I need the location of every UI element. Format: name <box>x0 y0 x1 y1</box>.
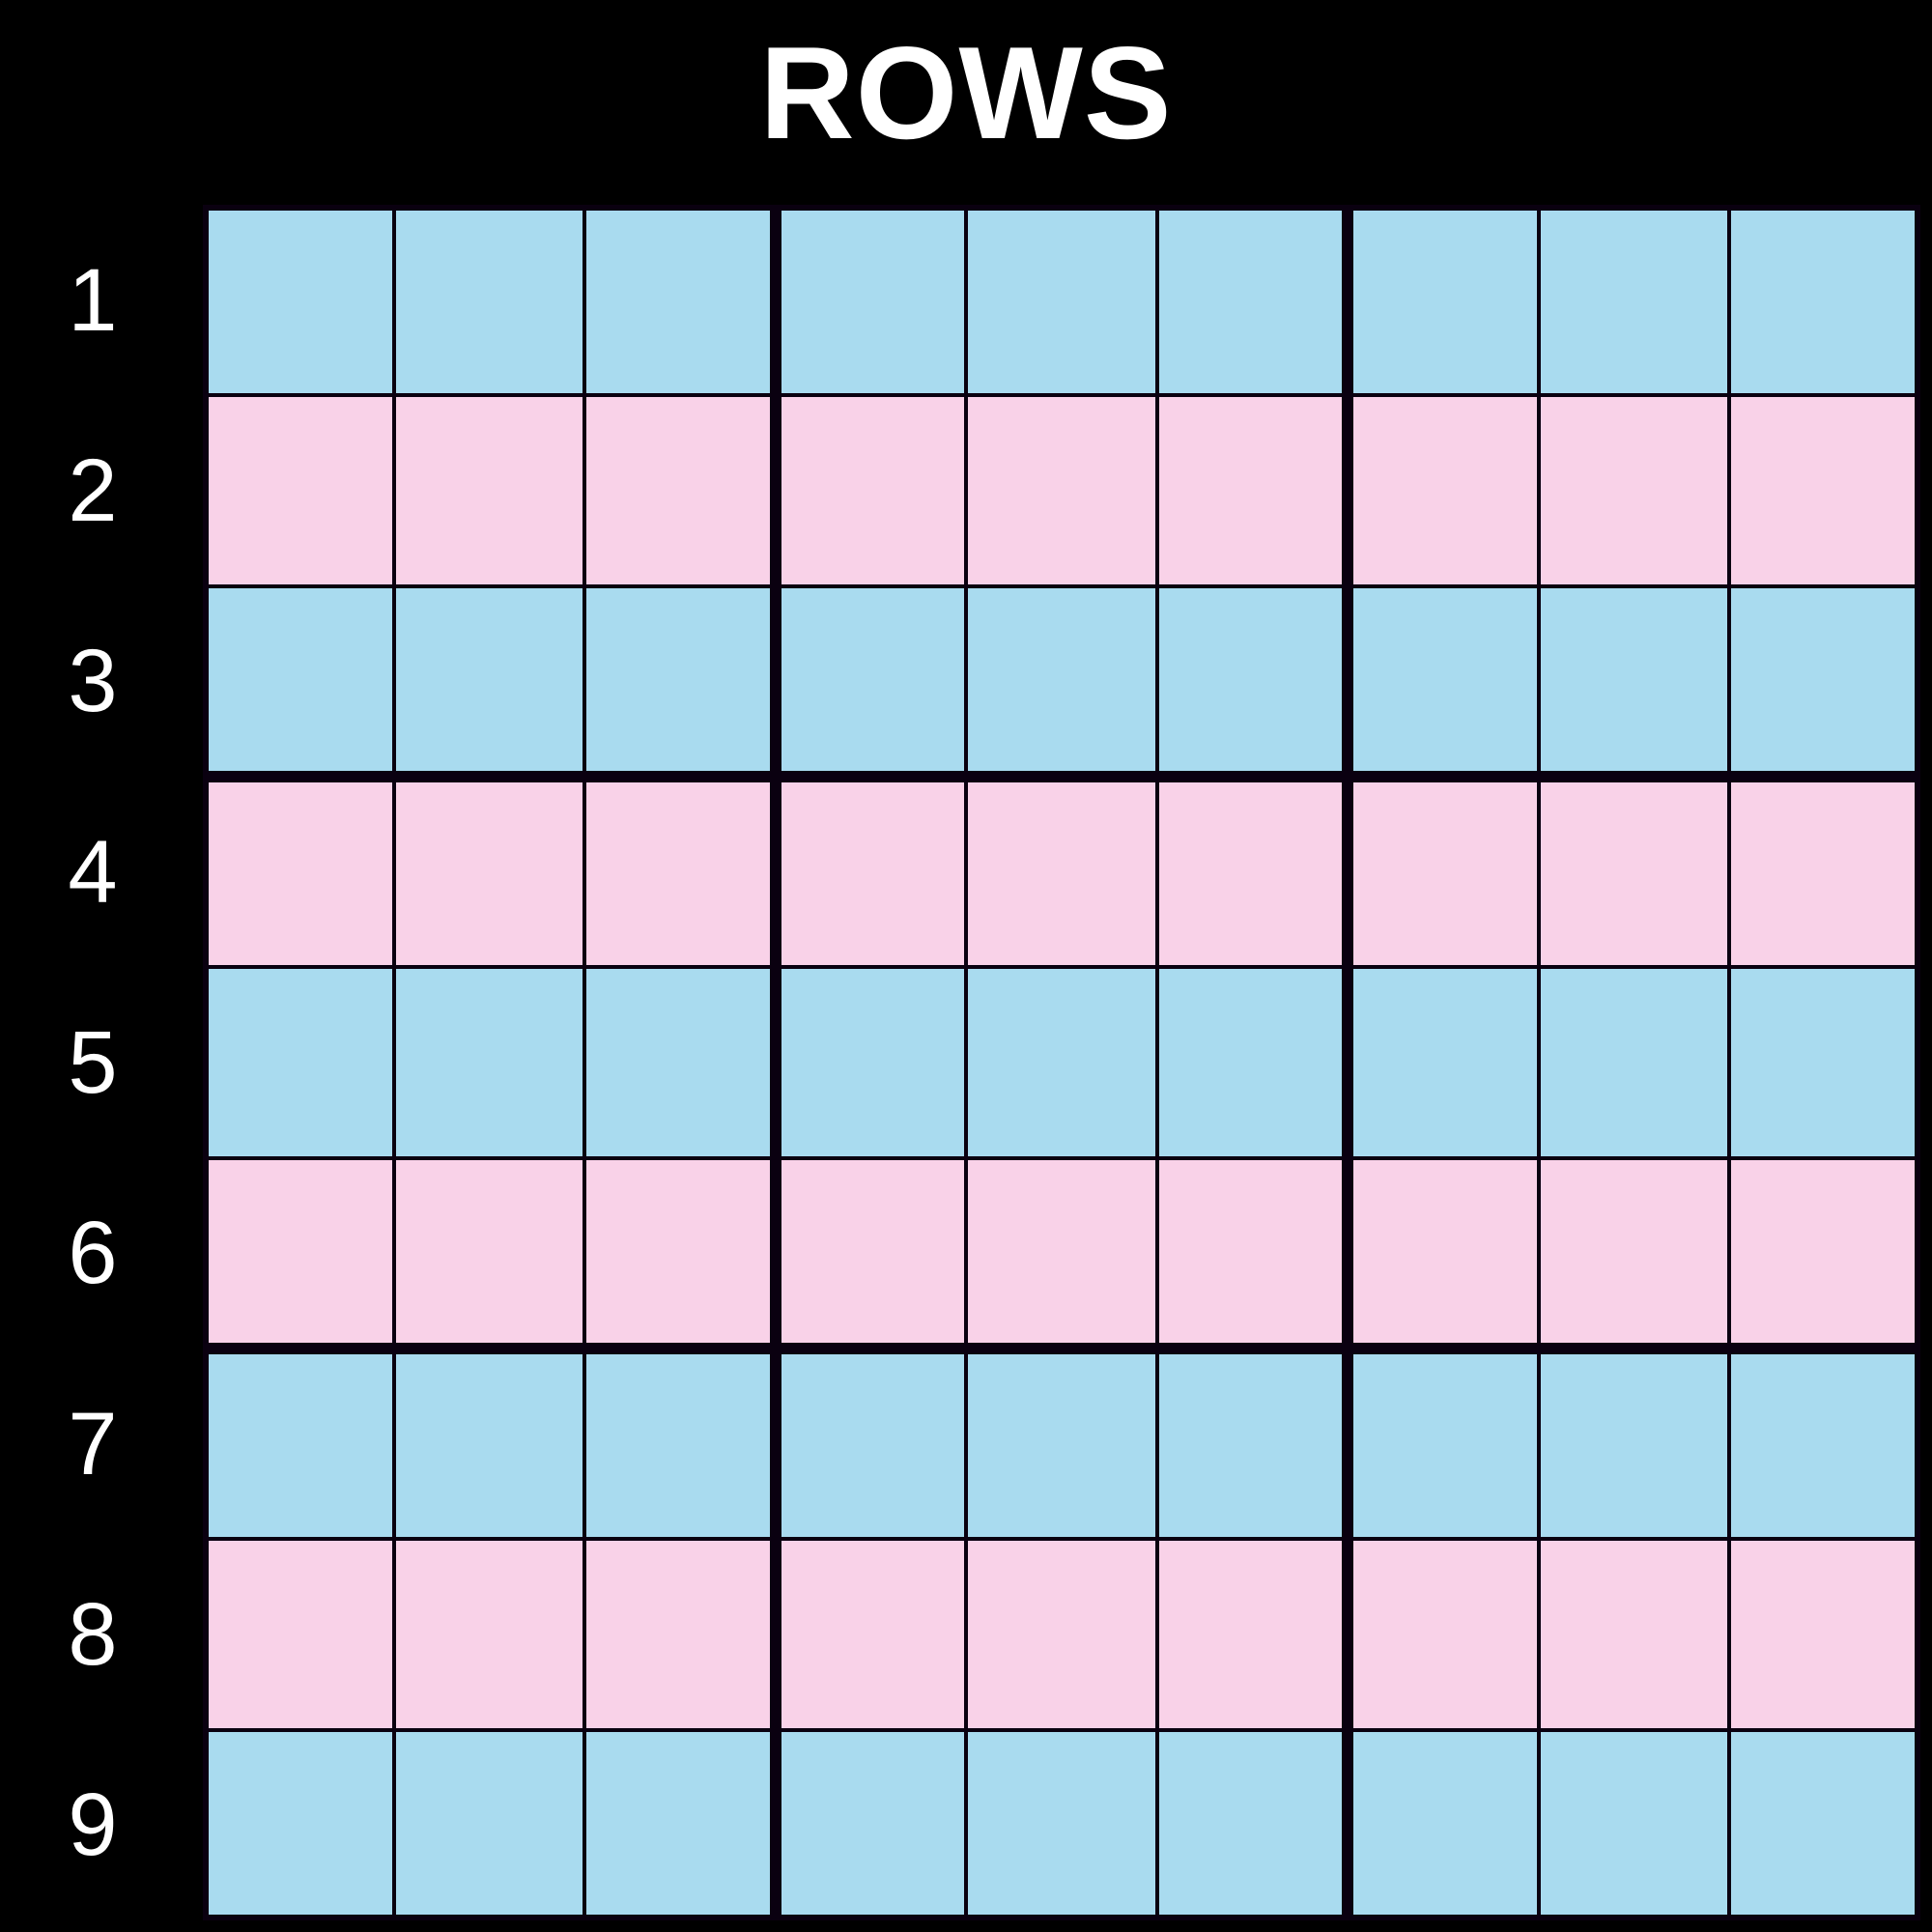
grid-cell[interactable] <box>393 1348 585 1540</box>
grid-cell[interactable] <box>1156 776 1349 968</box>
grid-cell[interactable] <box>966 1729 1157 1920</box>
grid-cell[interactable] <box>966 1539 1157 1730</box>
grid-cell[interactable] <box>1729 1157 1920 1349</box>
grid-cell[interactable] <box>203 1348 394 1540</box>
grid-cell[interactable] <box>584 967 776 1158</box>
grid-cell[interactable] <box>1156 967 1349 1158</box>
grid-cell[interactable] <box>1348 395 1539 586</box>
grid-cell[interactable] <box>203 395 394 586</box>
grid-cell[interactable] <box>203 1729 394 1920</box>
grid-cell[interactable] <box>1538 205 1730 396</box>
grid-cell[interactable] <box>1348 967 1539 1158</box>
row-label-5: 5 <box>68 1012 118 1112</box>
grid-cell[interactable] <box>584 585 776 777</box>
row-label-gutter: 1 2 3 4 5 6 7 8 9 <box>0 205 203 1920</box>
grid-cell[interactable] <box>775 1539 967 1730</box>
grid-cell[interactable] <box>966 967 1157 1158</box>
row-label-2: 2 <box>68 440 118 540</box>
grid-cell[interactable] <box>1348 585 1539 777</box>
grid-cell[interactable] <box>966 1157 1157 1349</box>
grid-cell[interactable] <box>203 585 394 777</box>
grid-cell[interactable] <box>203 1157 394 1349</box>
row-label-7: 7 <box>68 1394 118 1493</box>
grid-cell[interactable] <box>1538 967 1730 1158</box>
grid-cell[interactable] <box>1729 395 1920 586</box>
grid-cell[interactable] <box>775 776 967 968</box>
grid-cell[interactable] <box>584 1539 776 1730</box>
grid-cell[interactable] <box>1729 585 1920 777</box>
grid-cell[interactable] <box>1538 776 1730 968</box>
grid-cell[interactable] <box>966 395 1157 586</box>
grid-cell[interactable] <box>966 776 1157 968</box>
grid-cell[interactable] <box>775 205 967 396</box>
grid-cell[interactable] <box>1348 776 1539 968</box>
grid-cell[interactable] <box>1729 776 1920 968</box>
grid-cell[interactable] <box>1348 1348 1539 1540</box>
row-label-1: 1 <box>68 250 118 350</box>
grid-cell[interactable] <box>1538 395 1730 586</box>
grid-cell[interactable] <box>966 1348 1157 1540</box>
grid-cell[interactable] <box>393 1157 585 1349</box>
grid-cell[interactable] <box>1538 1348 1730 1540</box>
grid-cell[interactable] <box>1348 1539 1539 1730</box>
grid-cell[interactable] <box>966 585 1157 777</box>
grid-cell[interactable] <box>203 1539 394 1730</box>
grid-cell[interactable] <box>966 205 1157 396</box>
grid-cell[interactable] <box>775 585 967 777</box>
page-title: ROWS <box>759 19 1173 166</box>
grid-cell[interactable] <box>584 776 776 968</box>
row-label-9: 9 <box>68 1776 118 1875</box>
grid-cell[interactable] <box>775 395 967 586</box>
row-label-3: 3 <box>68 632 118 731</box>
grid-cell[interactable] <box>203 205 394 396</box>
grid-cell[interactable] <box>1348 205 1539 396</box>
sudoku-grid[interactable] <box>203 205 1920 1920</box>
grid-cell[interactable] <box>1348 1157 1539 1349</box>
grid-cell[interactable] <box>1156 1729 1349 1920</box>
grid-cell[interactable] <box>1348 1729 1539 1920</box>
grid-cell[interactable] <box>1729 205 1920 396</box>
grid-cell[interactable] <box>1729 1729 1920 1920</box>
grid-cell[interactable] <box>1729 1539 1920 1730</box>
grid-cell[interactable] <box>393 776 585 968</box>
grid-cell[interactable] <box>1156 395 1349 586</box>
grid-cell[interactable] <box>1156 585 1349 777</box>
grid-cell[interactable] <box>584 395 776 586</box>
grid-cell[interactable] <box>584 1729 776 1920</box>
grid-cell[interactable] <box>203 776 394 968</box>
grid-cell[interactable] <box>393 967 585 1158</box>
grid-cell[interactable] <box>1156 1157 1349 1349</box>
grid-cell[interactable] <box>1538 1729 1730 1920</box>
grid-cell[interactable] <box>393 395 585 586</box>
grid-cell[interactable] <box>393 1729 585 1920</box>
grid-cell[interactable] <box>1156 1539 1349 1730</box>
grid-cell[interactable] <box>584 1348 776 1540</box>
grid-cell[interactable] <box>1538 1539 1730 1730</box>
grid-cell[interactable] <box>1538 1157 1730 1349</box>
grid-cell[interactable] <box>1729 1348 1920 1540</box>
grid-cell[interactable] <box>393 585 585 777</box>
grid-cell[interactable] <box>584 1157 776 1349</box>
grid-cell[interactable] <box>1156 205 1349 396</box>
grid-cell[interactable] <box>775 1348 967 1540</box>
grid-cell[interactable] <box>1729 967 1920 1158</box>
grid-cell[interactable] <box>775 1157 967 1349</box>
grid-cell[interactable] <box>1156 1348 1349 1540</box>
grid-cell[interactable] <box>775 967 967 1158</box>
grid-cell[interactable] <box>1538 585 1730 777</box>
row-label-4: 4 <box>68 822 118 922</box>
grid-cell[interactable] <box>203 967 394 1158</box>
row-label-6: 6 <box>68 1204 118 1303</box>
grid-cell[interactable] <box>393 205 585 396</box>
grid-cell[interactable] <box>584 205 776 396</box>
row-label-8: 8 <box>68 1584 118 1684</box>
grid-cell[interactable] <box>775 1729 967 1920</box>
grid-cell[interactable] <box>393 1539 585 1730</box>
